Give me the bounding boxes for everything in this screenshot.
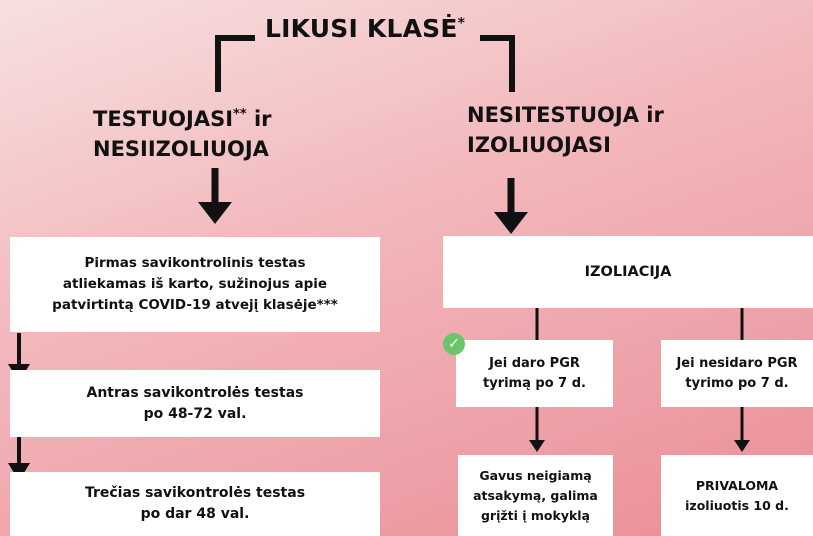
izoliacija-box: IZOLIACIJA bbox=[443, 236, 813, 308]
diagram-title: LIKUSI KLASĖ* bbox=[265, 14, 466, 43]
step-box-third-test: Trečias savikontrolės testas po dar 48 v… bbox=[10, 472, 380, 536]
left-branch-heading: TESTUOJASI** ir NESIIZOLIUOJA bbox=[93, 107, 272, 161]
check-circle-icon: ✓ bbox=[443, 333, 465, 355]
right-branch-heading: NESITESTUOJA ir IZOLIUOJASI bbox=[467, 103, 664, 157]
step-box-first-test: Pirmas savikontrolinis testas atliekamas… bbox=[10, 237, 380, 332]
pgr-no-box: Jei nesidaro PGR tyrimo po 7 d. bbox=[661, 340, 813, 407]
step-box-second-test: Antras savikontrolės testas po 48-72 val… bbox=[10, 370, 380, 437]
result-yes-box: Gavus neigiamą atsakymą, galima grįžti į… bbox=[458, 455, 613, 536]
pgr-yes-box: Jei daro PGR tyrimą po 7 d. bbox=[456, 340, 613, 407]
result-no-box: PRIVALOMA izoliuotis 10 d. bbox=[661, 455, 813, 536]
